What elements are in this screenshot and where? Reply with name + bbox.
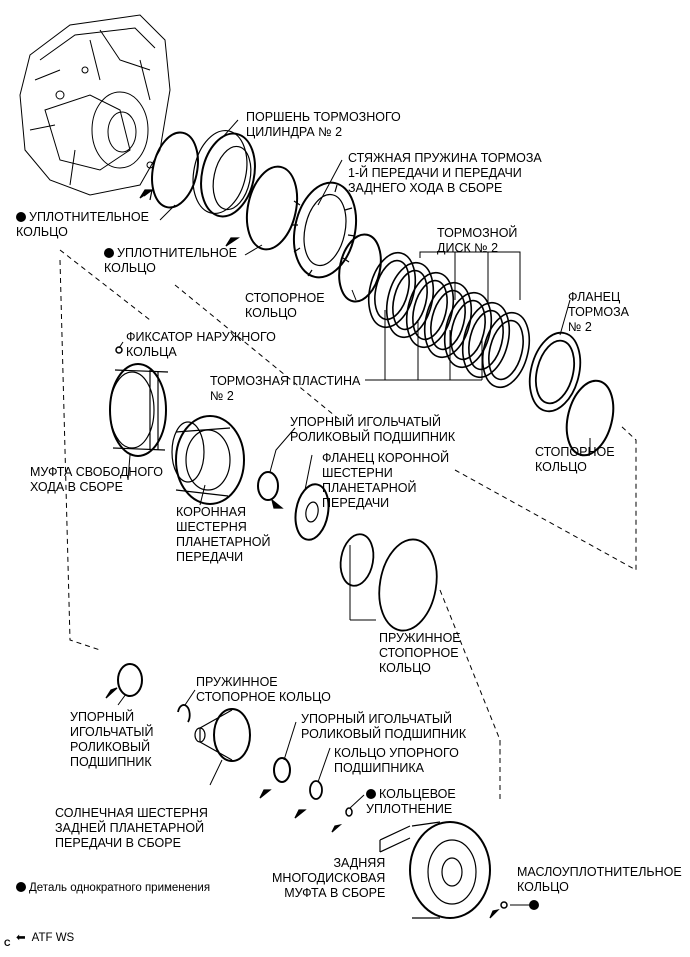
return-spring <box>291 181 357 279</box>
brake-piston <box>192 129 256 218</box>
label-brake-disc: ТОРМОЗНОЙ ДИСК № 2 <box>437 226 518 255</box>
legend-atf: ⬅ ATF WS <box>16 916 74 946</box>
label-thrust-bearing-2: УПОРНЫЙ ИГОЛЬЧАТЫЙ РОЛИКОВЫЙ ПОДШИПНИК <box>70 710 154 769</box>
snap-ring-2 <box>565 379 615 457</box>
legend-dot <box>16 882 26 892</box>
label-ring-gear-flange: ФЛАНЕЦ КОРОННОЙ ШЕСТЕРНИ ПЛАНЕТАРНОЙ ПЕР… <box>322 451 450 510</box>
oil-seal-dot <box>529 900 539 910</box>
atf-arrow-icon: ⬅ <box>16 932 26 944</box>
brake-pack <box>367 251 531 389</box>
label-brake-plate: ТОРМОЗНАЯ ПЛАСТИНА № 2 <box>210 374 361 403</box>
o-ring-2 <box>245 165 299 251</box>
one-time-use-dot <box>366 789 376 799</box>
outer-race-retainer <box>115 346 123 354</box>
o-ring-1 <box>151 131 199 209</box>
one-time-use-dot <box>16 212 26 222</box>
sun-gear <box>194 708 251 762</box>
label-ring-gear: КОРОННАЯ ШЕСТЕРНЯ ПЛАНЕТАРНОЙ ПЕРЕДАЧИ <box>176 505 271 564</box>
spring-snap-ring-a <box>339 533 375 587</box>
label-snap-ring-1: СТОПОРНОЕ КОЛЬЦО <box>245 291 325 320</box>
label-ring-seal: КОЛЬЦЕВОЕ УПЛОТНЕНИЕ <box>366 787 456 817</box>
bearing-race <box>309 780 323 800</box>
one-way-clutch <box>109 363 169 457</box>
corner-letter: C <box>4 938 11 948</box>
legend-atf-text: ATF WS <box>31 932 75 944</box>
label-piston: ПОРШЕНЬ ТОРМОЗНОГО ЦИЛИНДРА № 2 <box>246 110 401 139</box>
label-oring-1: УПЛОТНИТЕЛЬНОЕ КОЛЬЦО <box>16 210 149 240</box>
snap-ring-1 <box>338 233 382 303</box>
label-oring-2-text: УПЛОТНИТЕЛЬНОЕ КОЛЬЦО <box>104 246 237 275</box>
label-retainer: ФИКСАТОР НАРУЖНОГО КОЛЬЦА <box>126 330 276 359</box>
label-spring: СТЯЖНАЯ ПРУЖИНА ТОРМОЗА 1-Й ПЕРЕДАЧИ И П… <box>348 151 542 195</box>
label-oring-2: УПЛОТНИТЕЛЬНОЕ КОЛЬЦО <box>104 246 237 276</box>
brake-flange <box>528 331 582 413</box>
label-ring-seal-text: КОЛЬЦЕВОЕ УПЛОТНЕНИЕ <box>366 787 456 816</box>
label-sun-gear: СОЛНЕЧНАЯ ШЕСТЕРНЯ ЗАДНЕЙ ПЛАНЕТАРНОЙ ПЕ… <box>55 806 208 850</box>
multi-disc-clutch <box>379 821 491 919</box>
ring-gear <box>171 415 245 505</box>
callout-brackets <box>349 251 521 621</box>
legend-one-time: Деталь однократного применения <box>16 881 210 896</box>
thrust-bearing-1 <box>257 471 279 501</box>
label-bearing-race: КОЛЬЦО УПОРНОГО ПОДШИПНИКА <box>334 746 459 775</box>
ring-gear-flange <box>294 483 330 541</box>
spring-snap-ring-b <box>378 538 438 632</box>
oil-seal-ring <box>500 901 508 909</box>
transmission-case <box>19 14 171 196</box>
ring-seal <box>345 807 353 817</box>
label-flange: ФЛАНЕЦ ТОРМОЗА № 2 <box>568 290 630 334</box>
label-thrust-bearing-3: УПОРНЫЙ ИГОЛЬЧАТЫЙ РОЛИКОВЫЙ ПОДШИПНИК <box>301 712 467 741</box>
label-spring-snap-ring-2: ПРУЖИННОЕ СТОПОРНОЕ КОЛЬЦО <box>196 675 331 704</box>
label-oring-1-text: УПЛОТНИТЕЛЬНОЕ КОЛЬЦО <box>16 210 149 239</box>
label-one-way-clutch: МУФТА СВОБОДНОГО ХОДА В СБОРЕ <box>30 465 163 494</box>
atf-arrows <box>105 189 500 919</box>
thrust-bearing-3 <box>273 757 291 783</box>
label-thrust-bearing-1: УПОРНЫЙ ИГОЛЬЧАТЫЙ РОЛИКОВЫЙ ПОДШИПНИК <box>290 415 456 444</box>
alignment-lines <box>59 249 637 800</box>
label-spring-snap-ring-1: ПРУЖИННОЕ СТОПОРНОЕ КОЛЬЦО <box>379 631 461 675</box>
label-snap-ring-2: СТОПОРНОЕ КОЛЬЦО <box>535 445 615 474</box>
leader-lines <box>117 119 591 906</box>
label-oil-seal: МАСЛОУПЛОТНИТЕЛЬНОЕ КОЛЬЦО <box>517 865 682 894</box>
one-time-use-dot <box>104 248 114 258</box>
legend-one-time-text: Деталь однократного применения <box>29 882 211 894</box>
spring-snap-ring-small <box>177 704 191 723</box>
thrust-bearing-2 <box>117 663 143 697</box>
label-multi-clutch: ЗАДНЯЯ МНОГОДИСКОВАЯ МУФТА В СБОРЕ <box>272 856 386 900</box>
